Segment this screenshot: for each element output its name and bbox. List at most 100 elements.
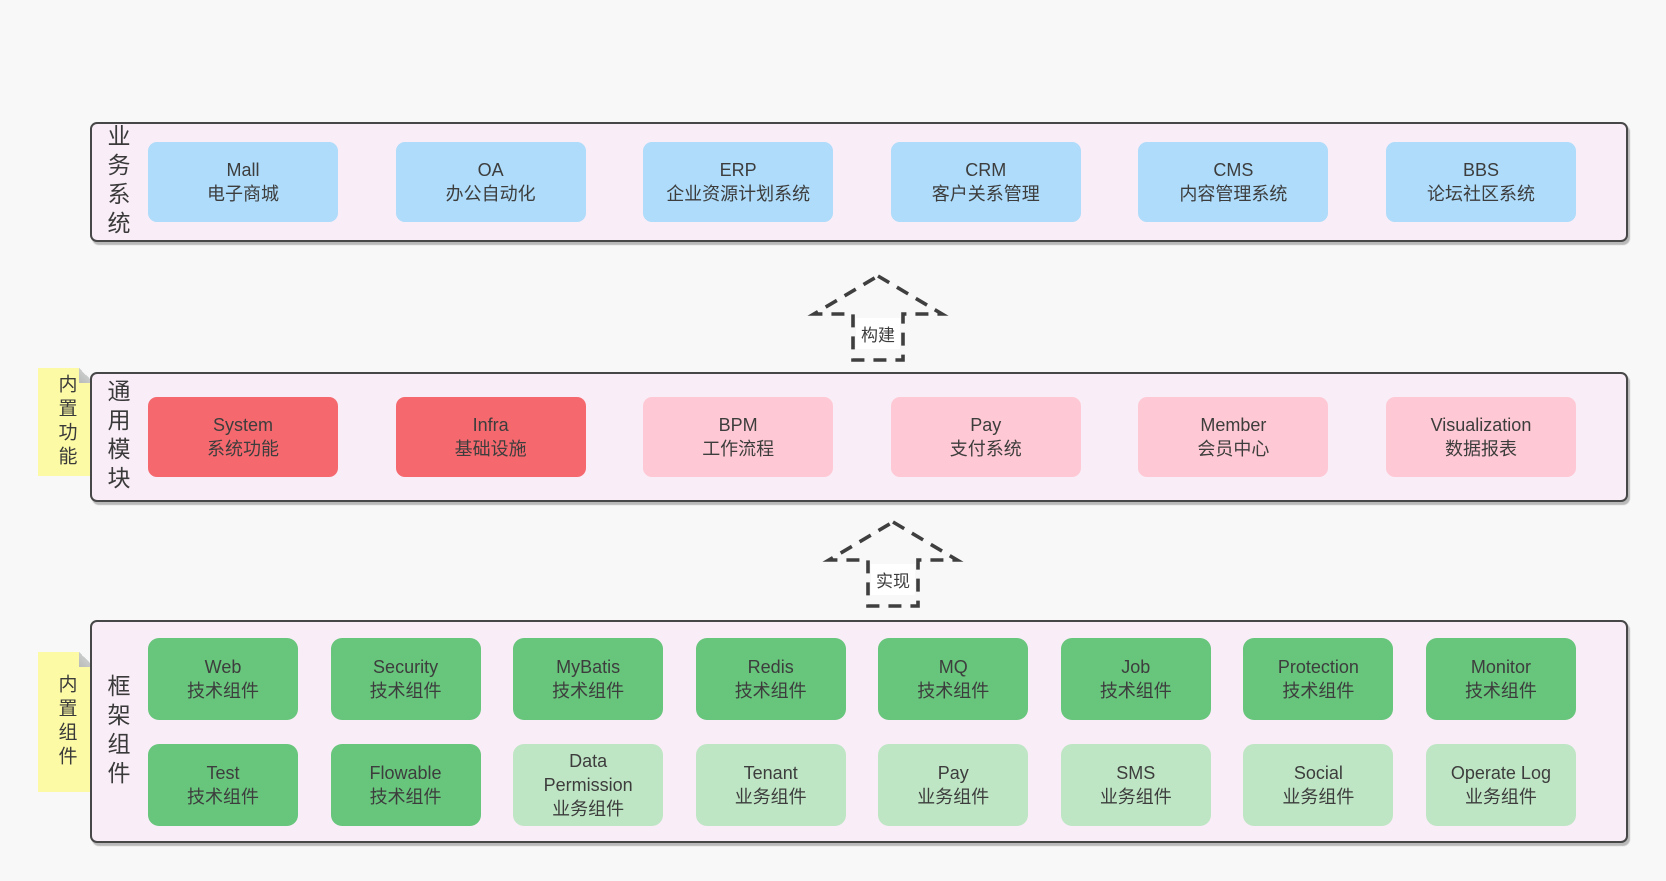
node-name: Pay <box>937 762 969 783</box>
node-flowable: Flowable 技术组件 <box>330 743 481 826</box>
layer-label-business: 业务系统 <box>104 124 130 240</box>
node-erp: ERP 企业资源计划系统 <box>643 142 834 222</box>
dashed-up-arrow-icon <box>822 519 964 608</box>
node-tenant: Tenant 业务组件 <box>695 743 846 826</box>
node-name: Test <box>206 762 240 783</box>
node-subtitle: 技术组件 <box>187 680 259 701</box>
node-name: Member <box>1200 415 1267 435</box>
node-name: ERP <box>719 160 757 180</box>
node-name: Pay <box>970 415 1002 435</box>
node-name: Job <box>1121 656 1151 677</box>
node-social: Social 业务组件 <box>1243 743 1394 826</box>
node-pay-system: Pay 支付系统 <box>890 397 1081 477</box>
node-subtitle: 企业资源计划系统 <box>666 184 811 204</box>
node-name: Mall <box>226 160 260 180</box>
node-name: CMS <box>1213 160 1254 180</box>
node-subtitle: 系统功能 <box>207 439 279 459</box>
node-subtitle: 客户关系管理 <box>931 184 1040 204</box>
node-subtitle: 技术组件 <box>1282 680 1355 701</box>
node-subtitle: 业务组件 <box>917 786 990 807</box>
node-name: MQ <box>938 656 968 677</box>
node-name: Tenant <box>743 762 798 783</box>
layer-framework-components: 框架组件 Web 技术组件 Security 技术组件 MyBatis 技术组件… <box>90 620 1628 843</box>
arrow-implement: 实现 <box>821 518 965 608</box>
node-protection: Protection 技术组件 <box>1243 637 1394 720</box>
layer-business-systems: 业务系统 Mall 电子商城 OA 办公自动化 ERP 企业资源计划系统 CRM… <box>90 122 1628 242</box>
sticky-note-built-in-components: 内置组件 <box>38 652 94 792</box>
node-subtitle: 论坛社区系统 <box>1426 184 1535 204</box>
node-subtitle: 业务组件 <box>1099 786 1172 807</box>
node-subtitle: 技术组件 <box>1099 680 1172 701</box>
node-mq: MQ 技术组件 <box>878 637 1029 720</box>
framework-row-1: Web 技术组件 Security 技术组件 MyBatis 技术组件 Redi… <box>148 637 1576 720</box>
node-subtitle: 基础设施 <box>454 439 527 459</box>
node-test: Test 技术组件 <box>148 743 298 826</box>
node-redis: Redis 技术组件 <box>695 637 846 720</box>
node-sms: SMS 业务组件 <box>1060 743 1211 826</box>
node-web: Web 技术组件 <box>148 637 298 720</box>
arrow-build: 构建 <box>806 272 950 362</box>
node-subtitle: 业务组件 <box>1282 786 1355 807</box>
node-oa: OA 办公自动化 <box>395 142 586 222</box>
business-boxes-row: Mall 电子商城 OA 办公自动化 ERP 企业资源计划系统 CRM 客户关系… <box>148 124 1576 240</box>
node-name: Security <box>373 656 439 677</box>
node-subtitle: 技术组件 <box>369 680 442 701</box>
node-mybatis: MyBatis 技术组件 <box>513 637 664 720</box>
node-member: Member 会员中心 <box>1138 397 1329 477</box>
node-name: Infra <box>472 415 509 435</box>
node-subtitle: 业务组件 <box>552 798 625 819</box>
sticky-note-built-in-features: 内置功能 <box>38 368 94 476</box>
modules-boxes-row: System 系统功能 Infra 基础设施 BPM 工作流程 Pay 支付系统… <box>148 374 1576 500</box>
node-name: BBS <box>1462 160 1499 180</box>
arrow-implement-label: 实现 <box>871 564 915 595</box>
node-subtitle: 办公自动化 <box>445 184 536 204</box>
node-name: Protection <box>1277 656 1359 677</box>
node-subtitle: 技术组件 <box>369 786 442 807</box>
node-name: Operate Log <box>1450 762 1551 783</box>
dashed-up-arrow-icon <box>807 273 949 362</box>
node-subtitle: 技术组件 <box>734 680 807 701</box>
node-bbs: BBS 论坛社区系统 <box>1385 142 1576 222</box>
node-subtitle: 内容管理系统 <box>1179 184 1288 204</box>
node-subtitle: 技术组件 <box>187 786 259 807</box>
layer-label-framework: 框架组件 <box>104 673 130 790</box>
node-subtitle: 业务组件 <box>734 786 807 807</box>
node-infra: Infra 基础设施 <box>395 397 586 477</box>
node-name: Data Permission <box>543 750 633 795</box>
node-pay-biz: Pay 业务组件 <box>878 743 1029 826</box>
node-subtitle: 支付系统 <box>949 439 1022 459</box>
node-name: Redis <box>747 656 794 677</box>
node-subtitle: 电子商城 <box>207 184 279 204</box>
node-name: Flowable <box>369 762 442 783</box>
node-subtitle: 技术组件 <box>917 680 990 701</box>
sticky-text: 内置组件 <box>55 674 77 770</box>
node-name: Monitor <box>1470 656 1531 677</box>
node-name: BPM <box>718 415 758 435</box>
node-name: SMS <box>1116 762 1156 783</box>
node-crm: CRM 客户关系管理 <box>890 142 1081 222</box>
sticky-text: 内置功能 <box>55 374 77 470</box>
node-operate-log: Operate Log 业务组件 <box>1425 743 1576 826</box>
node-subtitle: 数据报表 <box>1444 439 1517 459</box>
framework-row-2: Test 技术组件 Flowable 技术组件 Data Permission … <box>148 743 1576 826</box>
node-subtitle: 会员中心 <box>1197 439 1270 459</box>
node-name: Web <box>204 656 242 677</box>
node-subtitle: 工作流程 <box>702 439 775 459</box>
node-name: Social <box>1293 762 1343 783</box>
node-name: CRM <box>965 160 1007 180</box>
node-subtitle: 技术组件 <box>1464 680 1537 701</box>
node-name: MyBatis <box>556 656 621 677</box>
node-name: System <box>212 415 273 435</box>
node-subtitle: 技术组件 <box>552 680 625 701</box>
node-data-permission: Data Permission 业务组件 <box>513 743 664 826</box>
node-system: System 系统功能 <box>148 397 338 477</box>
node-cms: CMS 内容管理系统 <box>1138 142 1329 222</box>
node-security: Security 技术组件 <box>330 637 481 720</box>
framework-boxes-grid: Web 技术组件 Security 技术组件 MyBatis 技术组件 Redi… <box>148 622 1576 841</box>
node-name: OA <box>477 160 504 180</box>
node-bpm: BPM 工作流程 <box>643 397 834 477</box>
layer-label-modules: 通用模块 <box>104 379 130 495</box>
arrow-build-label: 构建 <box>856 318 900 349</box>
node-name: Visualization <box>1430 415 1532 435</box>
